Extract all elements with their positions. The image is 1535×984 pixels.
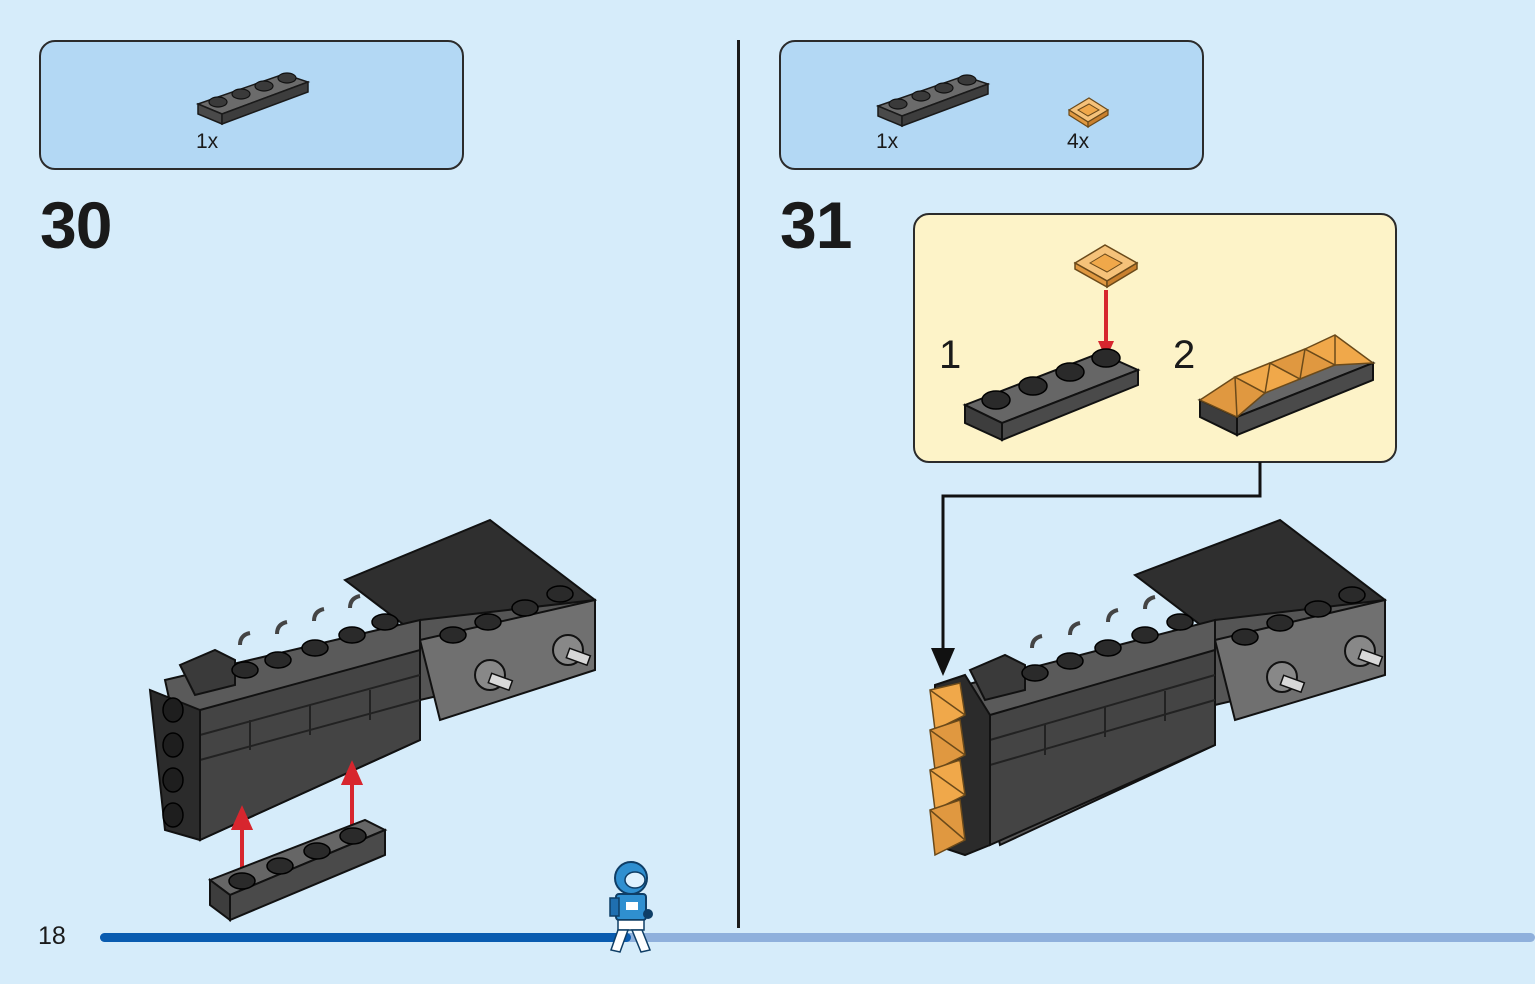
substep-number: 1 (939, 333, 962, 377)
step-31-model-illustration (929, 518, 1388, 857)
astronaut-minifigure-icon (609, 861, 653, 953)
parts-callout-step-31: 1x 4x (779, 40, 1204, 170)
parts-callout-step-30: 1x (39, 40, 464, 170)
page-number: 18 (38, 922, 66, 950)
plate-1x4-part-icon (875, 74, 991, 128)
subassembly-callout: 1 2 (913, 213, 1397, 463)
substep-2-illustration (1197, 334, 1376, 437)
part-quantity: 1x (196, 130, 219, 153)
build-progress-bar (100, 933, 1535, 942)
step-number: 31 (780, 188, 852, 262)
part-quantity: 1x (876, 130, 899, 153)
plate-1x4-part-icon (195, 72, 311, 126)
substep-1-illustration (962, 244, 1141, 442)
callout-pointer-arrow (931, 462, 1262, 676)
step-number: 30 (40, 188, 112, 262)
build-progress-fill (100, 933, 631, 942)
substep-number: 2 (1173, 333, 1196, 377)
part-quantity: 4x (1067, 130, 1090, 153)
pyramid-tile-part-icon (1067, 97, 1110, 129)
page-divider (737, 40, 740, 928)
step-30-model-illustration (148, 518, 597, 922)
